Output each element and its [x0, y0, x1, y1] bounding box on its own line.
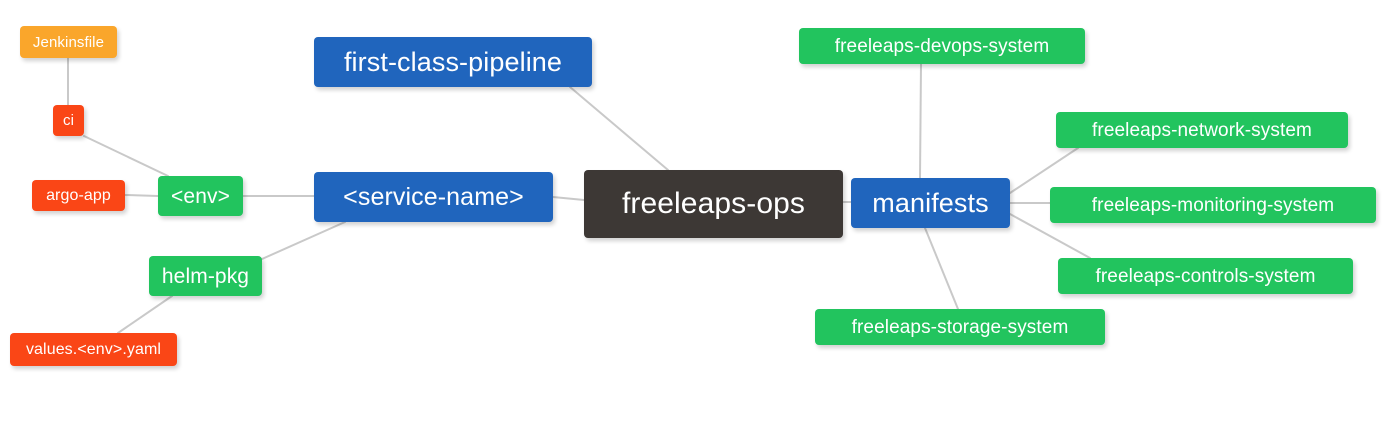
mindmap-node-freeleaps-ops[interactable]: freeleaps-ops	[584, 170, 843, 238]
edge-manifests-to-freeleaps-storage-system	[924, 227, 959, 310]
mindmap-node-freeleaps-network-system[interactable]: freeleaps-network-system	[1056, 112, 1348, 148]
node-label: Jenkinsfile	[32, 33, 105, 51]
mindmap-node-env[interactable]: <env>	[158, 176, 243, 216]
mindmap-node-freeleaps-devops-system[interactable]: freeleaps-devops-system	[799, 28, 1085, 64]
edge-service-name-to-freeleaps-ops	[552, 196, 585, 201]
edge-ci-to-env	[83, 135, 169, 177]
node-label: freeleaps-network-system	[1092, 119, 1312, 141]
node-label: freeleaps-controls-system	[1095, 265, 1316, 287]
mindmap-node-argo-app[interactable]: argo-app	[32, 180, 125, 211]
mindmap-node-helm-pkg[interactable]: helm-pkg	[149, 256, 262, 296]
node-label: freeleaps-storage-system	[851, 316, 1069, 338]
node-label: values.<env>.yaml	[25, 340, 162, 358]
node-label: <service-name>	[343, 182, 524, 211]
mindmap-node-service-name[interactable]: <service-name>	[314, 172, 553, 222]
node-label: freeleaps-ops	[621, 187, 806, 220]
mindmap-node-manifests[interactable]: manifests	[851, 178, 1010, 228]
edge-argo-app-to-env	[124, 194, 159, 197]
node-label: argo-app	[46, 186, 111, 204]
mindmap-node-freeleaps-monitoring-system[interactable]: freeleaps-monitoring-system	[1050, 187, 1376, 223]
node-label: first-class-pipeline	[343, 46, 563, 77]
edge-helm-pkg-to-values-env-yaml	[117, 295, 173, 334]
mindmap-node-freeleaps-storage-system[interactable]: freeleaps-storage-system	[815, 309, 1105, 345]
edge-service-name-to-helm-pkg	[261, 221, 346, 260]
node-label: manifests	[872, 187, 989, 218]
mindmap-node-values-env-yaml[interactable]: values.<env>.yaml	[10, 333, 177, 366]
mindmap-node-jenkinsfile[interactable]: Jenkinsfile	[20, 26, 117, 58]
mindmap-node-freeleaps-controls-system[interactable]: freeleaps-controls-system	[1058, 258, 1353, 294]
mindmap-node-ci[interactable]: ci	[53, 105, 84, 136]
edge-manifests-to-freeleaps-devops-system	[919, 63, 922, 179]
edge-first-class-pipeline-to-freeleaps-ops	[569, 86, 669, 171]
node-label: freeleaps-monitoring-system	[1091, 194, 1335, 216]
mindmap-node-first-class-pipeline[interactable]: first-class-pipeline	[314, 37, 592, 87]
node-label: <env>	[171, 184, 230, 208]
node-label: freeleaps-devops-system	[834, 35, 1050, 57]
node-label: helm-pkg	[161, 264, 250, 288]
node-label: ci	[62, 112, 75, 129]
